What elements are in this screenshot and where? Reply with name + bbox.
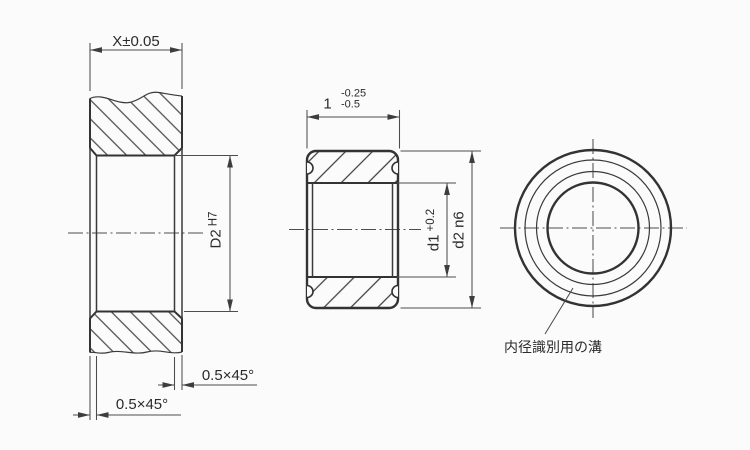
ring-bore-circle	[546, 181, 640, 275]
housing-lower-section-hatch	[90, 311, 182, 354]
dimension-ring-width: 1 -0.25 -0.5	[306, 88, 401, 149]
dimension-chamfer-right: 0.5×45°	[158, 355, 257, 390]
ring-width-tolerance-lower: -0.5	[341, 99, 360, 111]
ring-outline	[305, 149, 400, 310]
groove-leader-line	[544, 287, 574, 335]
chamfer-left-label: 0.5×45°	[116, 396, 168, 413]
housing-upper-section-hatch	[90, 92, 182, 156]
ring-section-view	[289, 149, 421, 310]
housing-bore-label: D2H7	[208, 212, 225, 249]
ring-inner-dia-label: d1+0.2	[425, 209, 443, 251]
dimension-housing-width: X±0.05	[89, 33, 183, 91]
groove-label: 内径識別用の溝	[504, 339, 602, 355]
housing-section-view	[68, 91, 203, 354]
dimension-housing-bore: D2H7	[176, 154, 238, 313]
housing-lower-break-line	[89, 350, 183, 354]
groove-notch-top-right	[391, 161, 399, 175]
ring-width-tolerance-upper: -0.25	[341, 88, 366, 100]
groove-notch-bottom-right	[391, 284, 399, 299]
housing-lower-outline	[89, 310, 183, 353]
housing-width-label: X±0.05	[112, 33, 159, 50]
chamfer-right-label: 0.5×45°	[202, 367, 254, 384]
housing-upper-outline	[89, 96, 183, 157]
dimension-ring-inner-dia: d1+0.2	[397, 182, 456, 278]
ring-outer-circle	[513, 148, 673, 308]
groove-circle-inner	[535, 170, 651, 286]
ring-upper-band-hatch	[307, 151, 398, 183]
ring-front-view: 内径識別用の溝	[500, 139, 687, 355]
ring-width-label: 1	[323, 96, 331, 113]
groove-notch-top-left	[306, 161, 314, 175]
groove-circle-outer	[524, 159, 662, 297]
dimension-ring-outer-dia: d2 n6	[400, 150, 481, 309]
ring-outer-dia-label: d2 n6	[451, 211, 468, 249]
groove-notch-bottom-left	[306, 284, 314, 299]
ring-lower-band-hatch	[307, 277, 398, 308]
housing-upper-break-line	[89, 91, 183, 104]
dimension-chamfer-left: 0.5×45°	[73, 356, 181, 420]
